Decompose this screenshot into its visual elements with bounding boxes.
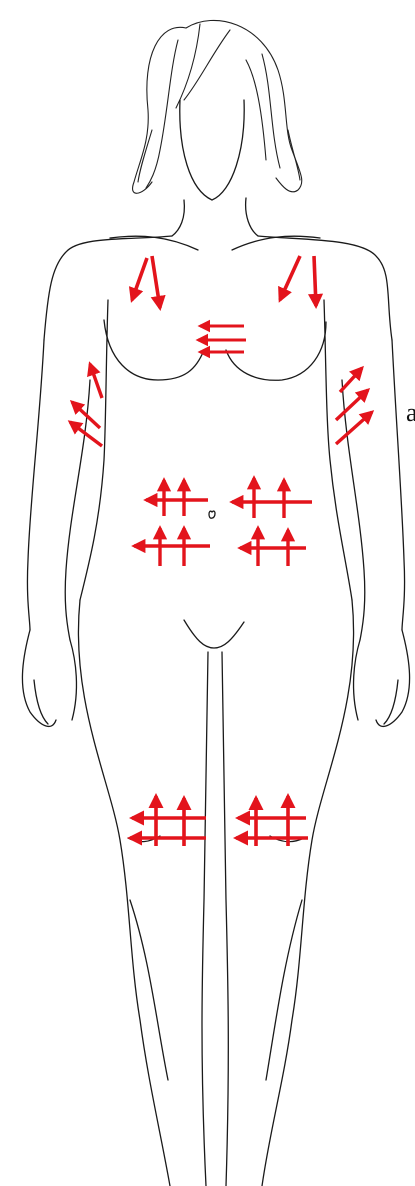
abdomen-lower-left-cross xyxy=(134,528,210,566)
left-arm-arrows xyxy=(70,364,102,446)
abdomen-upper-right-cross xyxy=(232,478,312,518)
chest-right-arrows xyxy=(280,256,316,306)
hair-outline xyxy=(133,20,302,193)
chest-left-arrows xyxy=(132,256,160,308)
right-knee-cross xyxy=(236,796,308,846)
right-arm-arrows xyxy=(336,368,372,444)
abdomen-upper-left-cross xyxy=(146,480,208,516)
sternum-arrows xyxy=(198,326,246,352)
abdomen-lower-right-cross xyxy=(240,528,306,566)
left-knee-cross xyxy=(130,796,206,846)
edge-letter: a xyxy=(406,398,415,428)
body-outline xyxy=(22,100,409,1186)
